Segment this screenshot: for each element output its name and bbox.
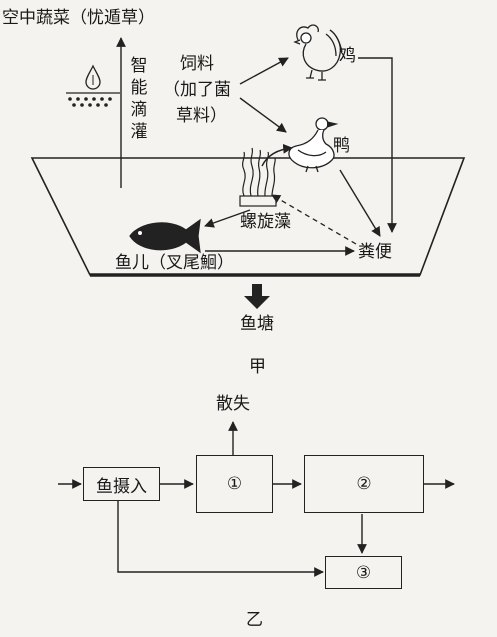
node-3-box: ③ xyxy=(325,556,402,589)
feed-label-line2: （加了菌 xyxy=(163,80,231,100)
arrow-intake-node3 xyxy=(117,501,324,577)
arrow-manure-spirulina xyxy=(271,194,357,245)
arrow-feed-duck xyxy=(239,97,287,133)
air-vegetable-label: 空中蔬菜（忧遁草） xyxy=(2,8,155,28)
arrow-chicken-manure xyxy=(358,57,397,233)
irrigation-char-2: 能 xyxy=(130,78,148,98)
node-3-label: ③ xyxy=(355,562,372,583)
arrow-duck-manure xyxy=(339,169,381,237)
irrigation-char-4: 灌 xyxy=(130,122,148,142)
duck-label: 鸭 xyxy=(333,136,350,156)
pond-label: 鱼塘 xyxy=(240,314,274,334)
figure-b-caption: 乙 xyxy=(246,610,263,630)
arrow-spirulina-fish xyxy=(204,209,251,228)
node-1-label: ① xyxy=(226,474,243,494)
fish-intake-label: 鱼摄入 xyxy=(96,476,147,497)
duck-icon xyxy=(288,117,339,173)
fish-label: 鱼儿（叉尾鮰） xyxy=(115,253,234,273)
irrigation-char-3: 滴 xyxy=(130,100,148,120)
node-2-label: ② xyxy=(356,474,372,494)
node-1-box: ① xyxy=(196,455,273,513)
node-2-box: ② xyxy=(304,455,424,513)
feed-label-line3: 草料） xyxy=(176,106,227,126)
irrigation-char-1: 智 xyxy=(130,56,148,76)
figure-a-caption: 甲 xyxy=(249,357,266,377)
arrow-down-pond xyxy=(244,284,270,309)
spirulina-label: 螺旋藻 xyxy=(240,212,291,232)
fish-intake-box: 鱼摄入 xyxy=(83,467,160,501)
drip-irrigation-icon xyxy=(66,64,120,107)
chicken-label: 鸡 xyxy=(339,46,356,66)
fish-icon xyxy=(129,218,201,254)
arrow-feed-chicken xyxy=(239,57,289,85)
feed-label-line1: 饲料 xyxy=(180,54,214,74)
spirulina-icon xyxy=(239,147,277,207)
chicken-icon xyxy=(293,24,343,81)
arrow-spirulina-duck xyxy=(261,143,293,167)
manure-label: 粪便 xyxy=(358,242,392,262)
loss-label: 散失 xyxy=(216,394,250,414)
